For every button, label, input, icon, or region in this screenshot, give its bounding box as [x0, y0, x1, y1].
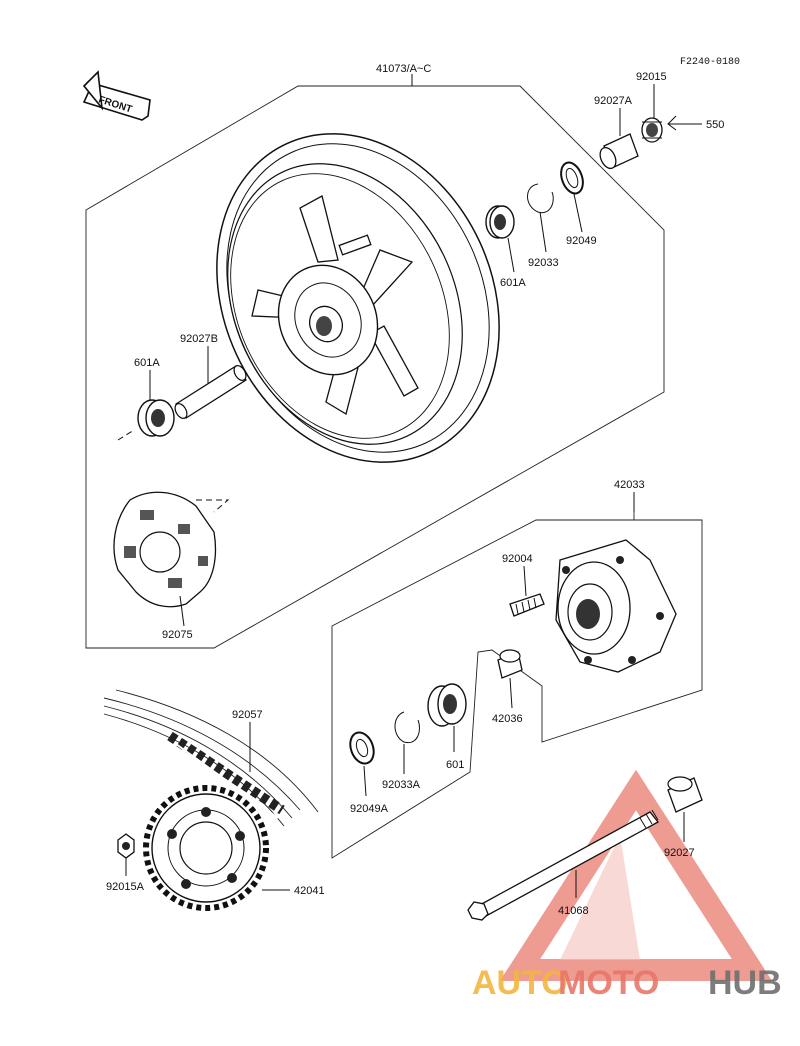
- label-collar-coupling: 42036: [492, 713, 523, 725]
- label-coupling: 42033: [614, 479, 645, 491]
- label-oil-seal: 92049: [566, 235, 597, 247]
- label-wheel: 41073/A~C: [376, 63, 431, 75]
- watermark-wordmark: AUTO MOTO HUB: [472, 964, 782, 1002]
- collar-42036: [497, 649, 523, 679]
- bearing-601a-left: [137, 399, 175, 437]
- oil-seal-92049a: [349, 731, 375, 765]
- label-oil-seal-a: 92049A: [350, 803, 389, 815]
- label-circlip: 92033: [528, 257, 559, 269]
- cotter-pin-550: [667, 115, 702, 131]
- front-arrow-icon: FRONT: [82, 70, 151, 121]
- circlip-92033a: [394, 711, 420, 744]
- label-collar-right: 92027: [664, 847, 695, 859]
- label-stud: 92004: [502, 553, 533, 565]
- oil-seal-92049: [560, 161, 584, 195]
- figure-code: F2240-0180: [680, 57, 740, 68]
- wheel-damper-92075: [113, 491, 217, 608]
- axle-nut-92015: [641, 117, 663, 143]
- collar-92027a: [599, 133, 639, 170]
- rear-axle-41068: [467, 809, 659, 921]
- label-bearing-left: 601A: [134, 357, 160, 369]
- drive-chain-92057: [103, 689, 319, 827]
- rear-sprocket-42041: [143, 785, 269, 911]
- stud-92004: [509, 593, 545, 617]
- label-axle: 41068: [558, 905, 589, 917]
- label-damper: 92075: [162, 629, 193, 641]
- label-bearing-coupling: 601: [446, 759, 464, 771]
- label-sprocket-nut: 92015A: [106, 881, 145, 893]
- label-nut: 92015: [636, 71, 667, 83]
- bearing-601a-right: [485, 205, 515, 239]
- label-circlip-a: 92033A: [382, 779, 421, 791]
- label-chain: 92057: [232, 709, 263, 721]
- collar-92027b: [174, 365, 247, 419]
- label-cotter-pin: 550: [706, 119, 724, 131]
- coupling-assembly-outline: [331, 519, 703, 859]
- sprocket-nut-92015a: [117, 833, 135, 859]
- bearing-601: [427, 683, 467, 727]
- wheel-assembly-outline: [85, 85, 665, 649]
- watermark-hub: HUB: [708, 964, 782, 1002]
- label-sprocket: 42041: [294, 885, 325, 897]
- watermark-moto: MOTO: [558, 964, 659, 1002]
- label-bearing-right: 601A: [500, 277, 526, 289]
- sprocket-coupling-42033: [555, 539, 677, 673]
- collar-92027: [667, 776, 703, 813]
- watermark-auto: AUTO: [472, 964, 568, 1002]
- watermark-triangle-logo: [499, 769, 773, 981]
- label-collar-b: 92027B: [180, 333, 218, 345]
- label-collar-left: 92027A: [594, 95, 633, 107]
- circlip-92033: [527, 183, 554, 214]
- rear-wheel-rim: [216, 133, 500, 463]
